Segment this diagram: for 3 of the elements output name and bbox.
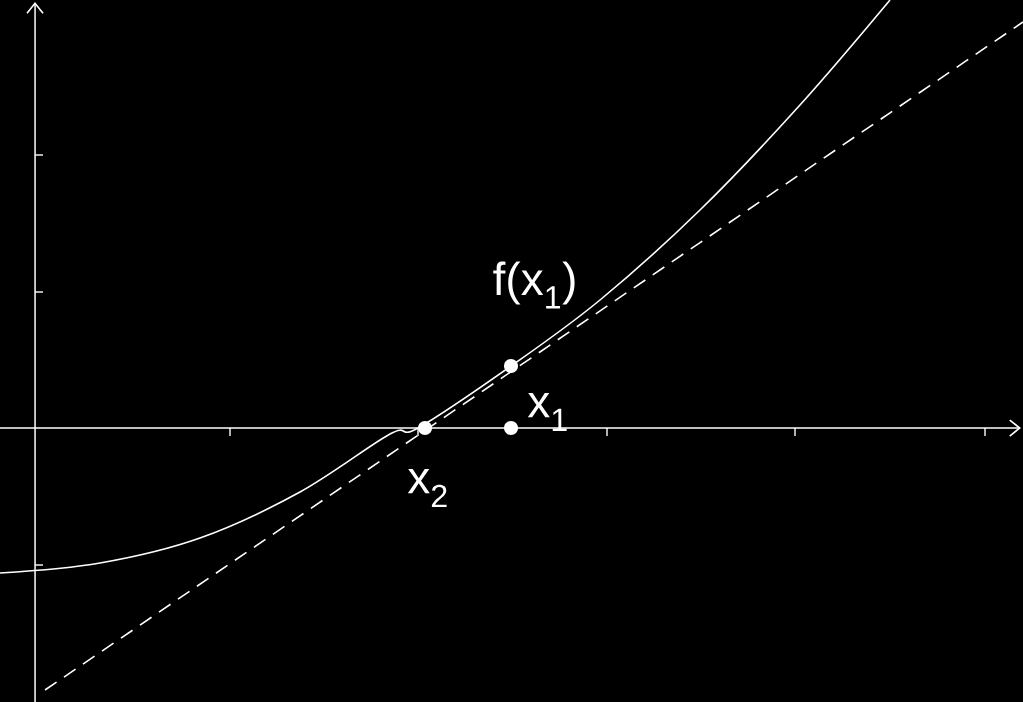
point-label: x$_{1}$	[527, 393, 567, 431]
point-label: f(x$_{1}$)	[493, 261, 575, 309]
point-label: x$_{2}$	[407, 468, 447, 508]
